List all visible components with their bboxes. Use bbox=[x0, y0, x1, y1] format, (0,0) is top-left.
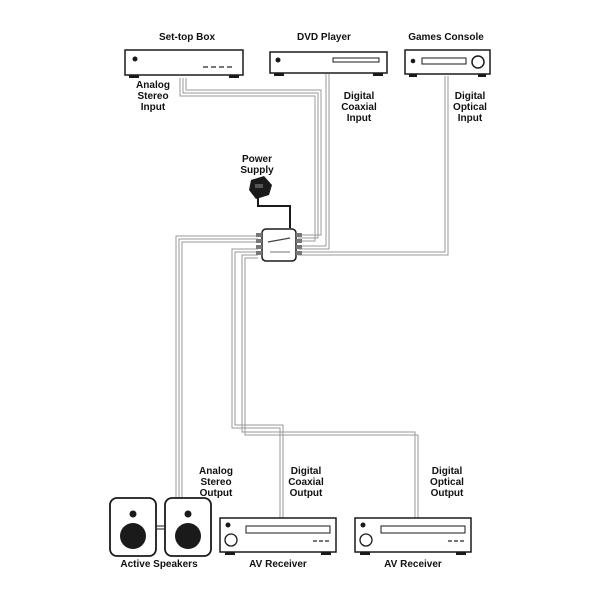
label-line: Output bbox=[431, 488, 464, 499]
hub-ports-right bbox=[296, 233, 302, 255]
speaker-right bbox=[164, 497, 212, 557]
power-button-icon bbox=[410, 58, 416, 64]
woofer-icon bbox=[120, 523, 146, 549]
label-line: Digital bbox=[455, 91, 486, 102]
games-console-foot-left bbox=[409, 74, 417, 77]
power-button-icon bbox=[225, 522, 231, 528]
av-receiver-left-body bbox=[219, 517, 337, 553]
dvd-player-label: DVD Player bbox=[297, 32, 351, 43]
label-line: Analog bbox=[136, 80, 170, 91]
settop-box-body bbox=[124, 49, 244, 76]
power-button-icon bbox=[275, 57, 281, 63]
settop-box-foot-right bbox=[229, 75, 239, 78]
games-console-label: Games Console bbox=[408, 32, 484, 43]
label-digital-coaxial-output: Digital Coaxial Output bbox=[288, 466, 324, 499]
label-line: Output bbox=[200, 488, 233, 499]
label-line: Digital bbox=[432, 466, 463, 477]
label-line: Input bbox=[458, 113, 483, 124]
av-receiver-left-foot-left bbox=[225, 552, 235, 555]
hub-body bbox=[261, 228, 297, 262]
receiver-display-icon bbox=[245, 525, 331, 534]
dial-knob-icon bbox=[471, 55, 485, 69]
dvd-player: DVD Player bbox=[269, 32, 388, 76]
label-line: Digital bbox=[344, 91, 375, 102]
power-adapter-detail bbox=[255, 184, 263, 188]
label-line: Coaxial bbox=[341, 102, 377, 113]
speaker-left bbox=[109, 497, 157, 557]
power-button-icon bbox=[360, 522, 366, 528]
label-line: Digital bbox=[291, 466, 322, 477]
hub-logo-mark bbox=[267, 237, 291, 243]
label-line: Optical bbox=[453, 102, 487, 113]
label-line: Coaxial bbox=[288, 477, 324, 488]
av-receiver-right-foot-left bbox=[360, 552, 370, 555]
settop-box-foot-left bbox=[129, 75, 139, 78]
hub-ports-left bbox=[256, 233, 262, 255]
active-speakers: Active Speakers bbox=[109, 497, 212, 570]
av-receiver-right-body bbox=[354, 517, 472, 553]
woofer-icon bbox=[175, 523, 201, 549]
label-line: Stereo bbox=[137, 91, 168, 102]
cable-digital-optical-output bbox=[241, 254, 419, 518]
label-line: Optical bbox=[430, 477, 464, 488]
av-receiver-right: AV Receiver bbox=[354, 517, 472, 570]
power-button-icon bbox=[132, 56, 138, 62]
label-line: Output bbox=[290, 488, 323, 499]
disc-tray-icon bbox=[332, 57, 380, 63]
cable-digital-optical-input bbox=[298, 76, 449, 256]
dvd-player-body bbox=[269, 51, 388, 74]
settop-box: Set-top Box bbox=[124, 32, 244, 78]
label-digital-optical-output: Digital Optical Output bbox=[430, 466, 464, 499]
volume-knob-icon bbox=[359, 533, 373, 547]
volume-knob-icon bbox=[224, 533, 238, 547]
label-line: Stereo bbox=[200, 477, 231, 488]
label-line: Input bbox=[347, 113, 372, 124]
label-digital-optical-input: Digital Optical Input bbox=[453, 91, 487, 124]
power-supply-label-line1: Power bbox=[242, 154, 272, 165]
cables bbox=[175, 74, 449, 518]
power-supply: Power Supply bbox=[240, 154, 291, 228]
dvd-player-foot-left bbox=[274, 73, 284, 76]
tweeter-icon bbox=[184, 510, 192, 518]
receiver-display-icon bbox=[380, 525, 466, 534]
dvd-player-foot-right bbox=[373, 73, 383, 76]
av-receiver-left-foot-right bbox=[321, 552, 331, 555]
converter-hub bbox=[256, 228, 302, 262]
disc-slot-icon bbox=[421, 57, 467, 65]
cable-analog-stereo-input bbox=[179, 78, 322, 242]
label-line: Analog bbox=[199, 466, 233, 477]
games-console-body bbox=[404, 49, 491, 75]
tweeter-icon bbox=[129, 510, 137, 518]
cable-analog-stereo-output bbox=[175, 235, 258, 500]
av-receiver-right-label: AV Receiver bbox=[384, 559, 442, 570]
label-line: Input bbox=[141, 102, 166, 113]
settop-box-label: Set-top Box bbox=[159, 32, 216, 43]
games-console-foot-right bbox=[478, 74, 486, 77]
cable-digital-coaxial-output bbox=[231, 248, 284, 518]
av-receiver-left: AV Receiver bbox=[219, 517, 337, 570]
av-receiver-left-label: AV Receiver bbox=[249, 559, 307, 570]
av-receiver-right-foot-right bbox=[456, 552, 466, 555]
games-console: Games Console bbox=[404, 32, 491, 77]
power-cable bbox=[257, 192, 291, 228]
active-speakers-label: Active Speakers bbox=[120, 559, 198, 570]
label-analog-stereo-input: Analog Stereo Input bbox=[136, 80, 170, 113]
cable-digital-coaxial-input bbox=[298, 74, 330, 250]
label-analog-stereo-output: Analog Stereo Output bbox=[199, 466, 233, 499]
label-digital-coaxial-input: Digital Coaxial Input bbox=[341, 91, 377, 124]
power-supply-label-line2: Supply bbox=[240, 165, 274, 176]
